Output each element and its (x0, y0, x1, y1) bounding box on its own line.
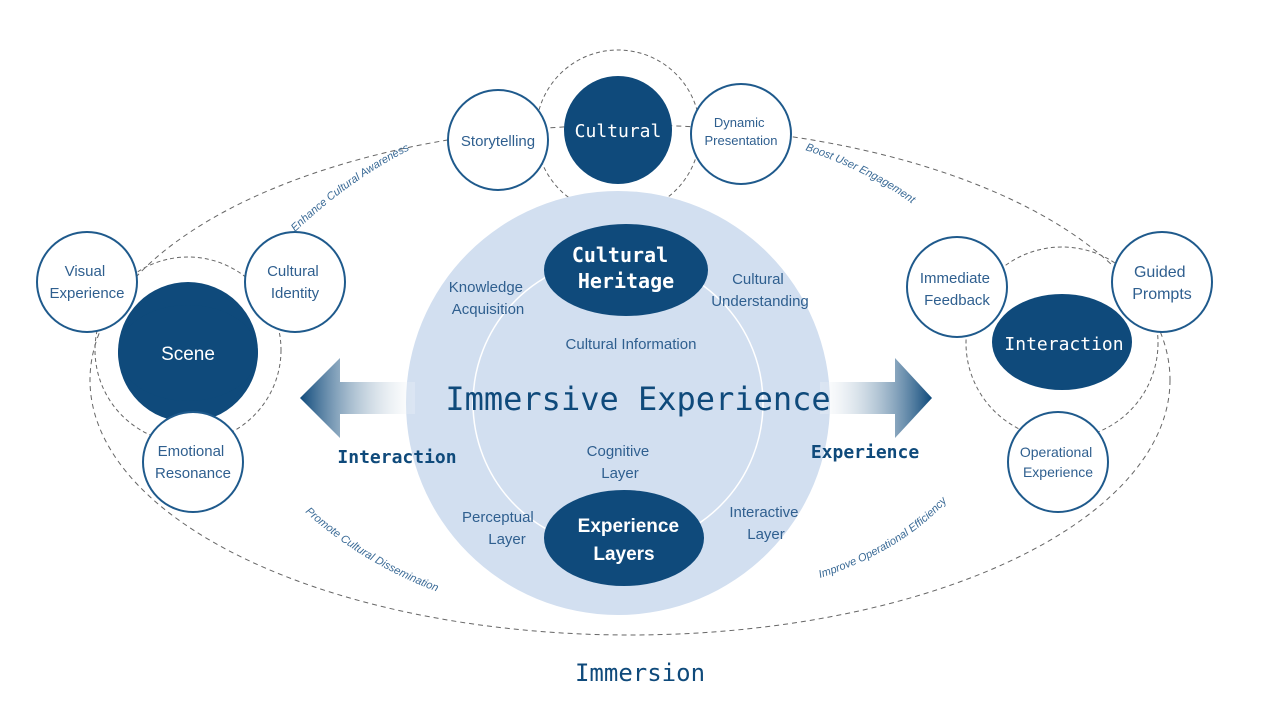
left-arrow (300, 358, 415, 438)
central-circle (406, 191, 830, 615)
operational-experience-node (1007, 411, 1109, 513)
cultural-identity-node (244, 231, 346, 333)
interaction-core-label: Interaction (1004, 334, 1123, 355)
scene-core-label: Scene (161, 344, 215, 365)
interaction-arrow-label: Interaction (337, 447, 456, 468)
dynamic-presentation-node (690, 83, 792, 185)
experience-layers-label: Experience Layers (578, 516, 685, 565)
center-content: Cultural Heritage Experience Layers Know… (445, 224, 831, 586)
visual-experience-node (36, 231, 138, 333)
immediate-feedback-label: Immediate Feedback (920, 270, 994, 309)
outer-dashed-ellipse (89, 124, 1171, 636)
cultural-heritage-node (544, 224, 708, 316)
boost-user-engagement-label: Boost User Engagement (804, 142, 918, 207)
scene-core-ellipse (118, 305, 258, 401)
left-cluster-dashed-ring (94, 256, 282, 444)
right-cluster: Interaction Immediate Feedback Guided Pr… (906, 231, 1213, 513)
cultural-understanding-label: Cultural Understanding (711, 271, 809, 310)
storytelling-label: Storytelling (461, 133, 535, 150)
promote-cultural-dissemination-label: Promote Cultural Dissemination (303, 505, 440, 594)
cultural-information-label: Cultural Information (566, 336, 697, 353)
guided-prompts-label: Guided Prompts (1132, 264, 1192, 303)
immersion-label: Immersion (575, 659, 705, 687)
right-arrow (820, 358, 932, 438)
dynamic-presentation-label: Dynamic Presentation (705, 115, 778, 148)
cultural-identity-label: Cultural Identity (267, 263, 323, 302)
interaction-core-node (992, 294, 1132, 390)
emotional-resonance-label: Emotional Resonance (155, 443, 231, 482)
immediate-feedback-node (906, 236, 1008, 338)
experience-arrow-label: Experience (811, 442, 920, 463)
cultural-core-node (564, 76, 672, 184)
guided-prompts-node (1111, 231, 1213, 333)
perceptual-layer-label: Perceptual Layer (462, 509, 538, 548)
experience-layers-node (544, 490, 704, 586)
cognitive-layer-label: Cognitive Layer (587, 443, 654, 482)
operational-experience-label: Operational Experience (1020, 444, 1096, 480)
storytelling-node (447, 89, 549, 191)
improve-operational-efficiency-label: Improve Operational Efficiency (817, 494, 950, 581)
cultural-core-label: Cultural (575, 121, 662, 142)
emotional-resonance-node (142, 411, 244, 513)
cultural-heritage-label: Cultural Heritage (572, 243, 680, 293)
visual-experience-label: Visual Experience (49, 263, 124, 302)
left-cluster: Scene Visual Experience Cultural Identit… (36, 231, 346, 513)
enhance-cultural-awareness-label: Enhance Cultural Awareness (289, 142, 412, 235)
top-cluster: Storytelling Cultural Dynamic Presentati… (447, 76, 792, 191)
knowledge-acquisition-label: Knowledge Acquisition (449, 279, 527, 318)
immersive-experience-title: Immersive Experience (445, 380, 830, 418)
interactive-layer-label: Interactive Layer (729, 504, 802, 543)
